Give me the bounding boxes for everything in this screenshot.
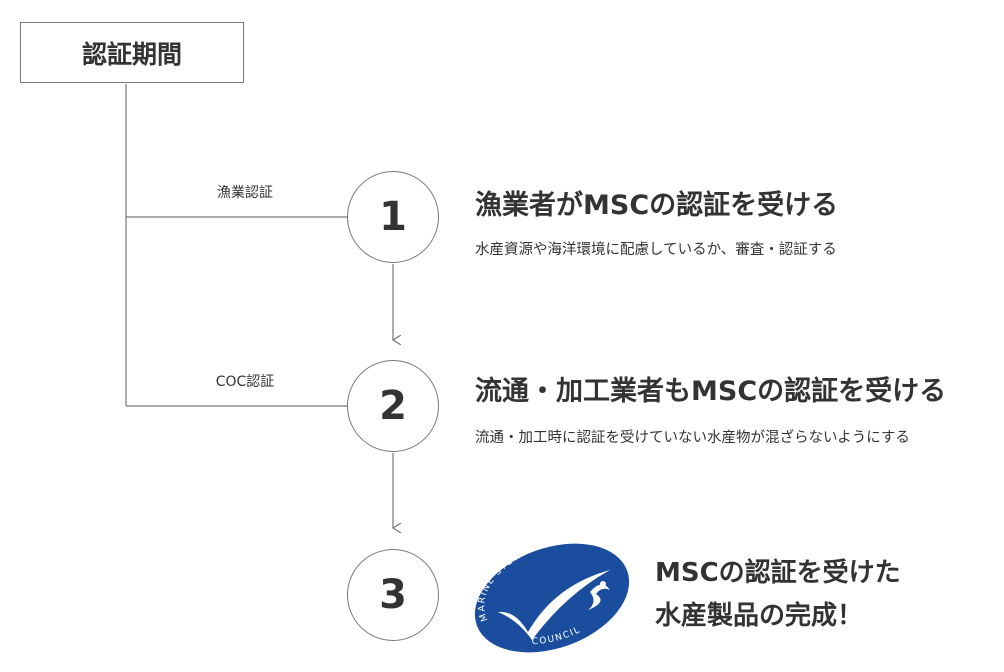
step-2-circle: 2 bbox=[347, 360, 439, 452]
step-2-title: 流通・加工業者もMSCの認証を受ける bbox=[475, 376, 947, 407]
step-3-circle: 3 bbox=[347, 549, 439, 641]
certification-period-box: 認証期間 bbox=[20, 22, 244, 83]
branch-label-fishery: 漁業認証 bbox=[217, 185, 273, 201]
step-2-description: 流通・加工時に認証を受けていない水産物が混ざらないようにする bbox=[475, 430, 910, 446]
step-1-description: 水産資源や海洋環境に配慮しているか、審査・認証する bbox=[475, 242, 837, 258]
step-1-title: 漁業者がMSCの認証を受ける bbox=[475, 190, 839, 221]
step-3-title-line-1: MSCの認証を受けた bbox=[655, 558, 901, 588]
msc-logo: MARINE STEWARDSHIP COUNCIL bbox=[474, 540, 630, 653]
step-1-circle: 1 bbox=[347, 171, 439, 263]
step-3-title: MSCの認証を受けた 水産製品の完成！ bbox=[655, 552, 901, 638]
step-3-title-line-2: 水産製品の完成！ bbox=[655, 601, 864, 631]
branch-label-coc: COC認証 bbox=[215, 374, 275, 390]
